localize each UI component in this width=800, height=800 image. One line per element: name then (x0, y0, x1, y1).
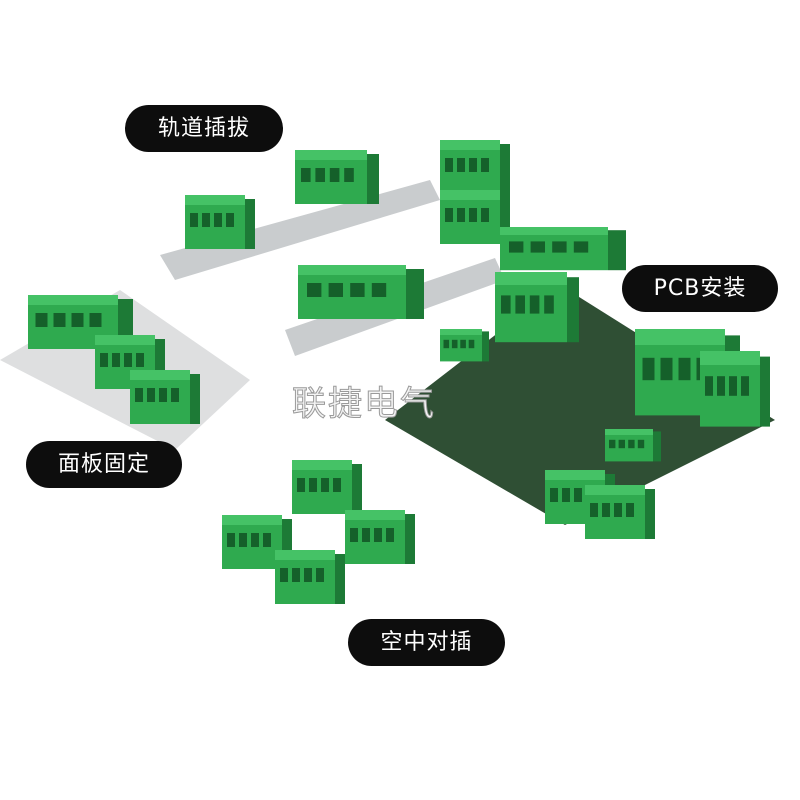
connector-rail-5 (298, 265, 424, 319)
label-pcb-mount: PCB安装 (622, 265, 778, 312)
connector-pcb-header (605, 429, 661, 462)
connector-pcb-right-2 (700, 351, 770, 427)
connector-rail-2 (295, 150, 379, 204)
connector-pcb-small (440, 329, 489, 362)
connector-pcb-stack (495, 272, 579, 343)
connector-rail-1 (185, 195, 255, 249)
label-air-docking: 空中对插 (348, 619, 505, 666)
din-rail-back (160, 180, 440, 280)
label-panel-mount: 面板固定 (26, 441, 182, 488)
connector-panel-3 (130, 370, 200, 424)
label-rail-pluggable: 轨道插拔 (125, 105, 283, 152)
watermark: 联捷电气 (292, 384, 436, 425)
connector-pcb-front-2 (585, 485, 655, 539)
connector-pcb-top (500, 227, 626, 271)
connector-air-3 (292, 460, 362, 514)
connector-air-4 (345, 510, 415, 564)
connector-rail-3 (440, 140, 510, 194)
connector-rail-4 (440, 190, 510, 244)
connector-air-2 (275, 550, 345, 604)
